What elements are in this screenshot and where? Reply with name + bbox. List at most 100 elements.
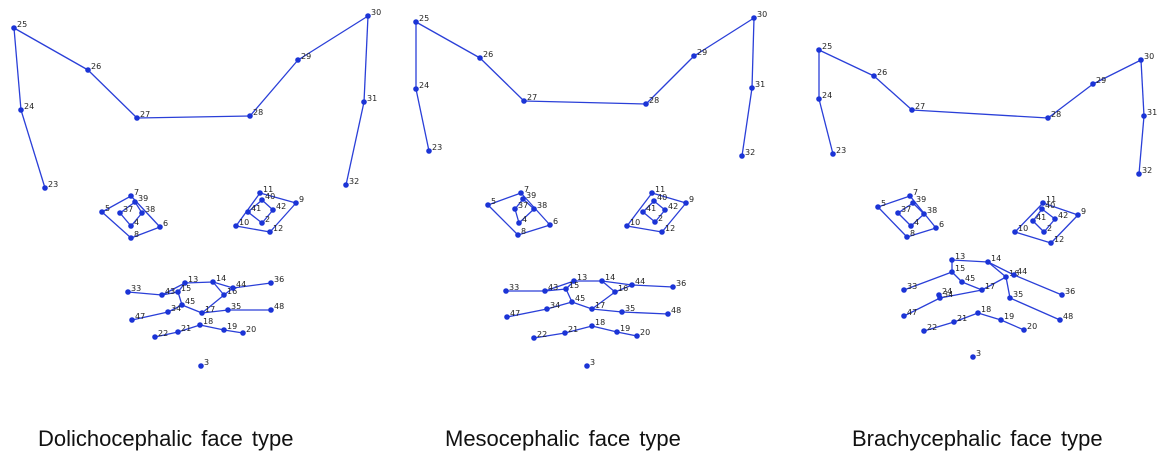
landmark-label-9: 9 [689, 195, 694, 204]
landmark-point-13 [571, 278, 577, 284]
landmark-edge-21-18 [177, 324, 201, 333]
landmark-edge-26-27 [479, 57, 525, 102]
landmark-label-16: 16 [618, 284, 628, 293]
landmark-point-26 [477, 55, 483, 61]
landmark-label-32: 32 [1142, 166, 1152, 175]
landmark-label-33: 33 [509, 283, 519, 292]
landmark-label-26: 26 [877, 68, 887, 77]
landmark-point-14 [985, 259, 991, 265]
landmark-label-2: 2 [658, 214, 663, 223]
landmark-point-26 [871, 73, 877, 79]
landmark-point-15 [949, 269, 955, 275]
landmark-label-13: 13 [188, 275, 198, 284]
landmark-label-45: 45 [965, 274, 975, 283]
landmark-label-10: 10 [1018, 224, 1028, 233]
landmark-point-17 [979, 287, 985, 293]
landmark-edge-11-9 [259, 192, 297, 204]
landmark-label-45: 45 [185, 297, 195, 306]
landmark-label-32: 32 [349, 177, 359, 186]
landmark-label-25: 25 [17, 20, 27, 29]
landmark-point-30 [1138, 57, 1144, 63]
landmark-point-21 [175, 329, 181, 335]
landmark-label-17: 17 [205, 305, 215, 314]
landmark-edge-17-16 [981, 276, 1007, 291]
landmark-edge-44-36 [631, 284, 674, 288]
landmark-point-29 [295, 57, 301, 63]
landmark-edge-30-31 [363, 15, 369, 103]
landmark-point-40 [1039, 206, 1045, 212]
landmark-edge-21-18 [564, 325, 593, 334]
landmark-label-33: 33 [907, 282, 917, 291]
landmark-point-15 [563, 286, 569, 292]
landmark-point-7 [128, 193, 134, 199]
landmark-edge-16-14 [987, 261, 1007, 278]
landmark-label-41: 41 [251, 204, 261, 213]
landmark-point-12 [267, 229, 273, 235]
landmark-point-20 [634, 333, 640, 339]
landmark-edge-29-30 [297, 15, 369, 61]
landmark-point-22 [152, 334, 158, 340]
landmark-point-35 [225, 307, 231, 313]
landmark-point-45 [959, 279, 965, 285]
landmark-edge-47-34 [903, 297, 941, 317]
landmark-edge-42-2 [261, 209, 274, 224]
landmark-edge-30-31 [751, 17, 755, 89]
landmark-edge-34-17 [939, 289, 983, 299]
landmark-edge-9-12 [1050, 214, 1079, 244]
landmark-point-28 [1045, 115, 1051, 121]
landmark-edge-14-44 [212, 281, 234, 289]
landmark-point-34 [544, 306, 550, 312]
landmark-label-27: 27 [915, 102, 925, 111]
landmark-point-8 [904, 234, 910, 240]
landmark-edge-18-19 [591, 325, 618, 333]
landmark-edge-16-44 [614, 284, 633, 293]
landmark-edge-25-26 [13, 27, 89, 71]
landmark-edge-35-48 [621, 311, 669, 315]
landmark-label-2: 2 [265, 215, 270, 224]
landmark-label-9: 9 [1081, 207, 1086, 216]
landmark-edge-24-23 [415, 88, 430, 152]
landmark-point-37 [512, 206, 518, 212]
landmark-point-9 [293, 200, 299, 206]
landmark-edge-38-4 [130, 212, 143, 227]
landmark-point-14 [210, 279, 216, 285]
landmark-edge-11-9 [1042, 202, 1079, 216]
landmark-point-2 [259, 220, 265, 226]
landmark-point-21 [951, 319, 957, 325]
landmark-point-47 [129, 317, 135, 323]
landmark-point-48 [665, 311, 671, 317]
landmark-label-36: 36 [274, 275, 284, 284]
landmark-edge-29-30 [1092, 59, 1142, 85]
landmark-label-26: 26 [91, 62, 101, 71]
landmark-label-36: 36 [676, 279, 686, 288]
landmark-point-10 [233, 223, 239, 229]
landmark-point-32 [739, 153, 745, 159]
landmark-point-38 [531, 206, 537, 212]
landmark-edge-8-5 [877, 206, 908, 238]
landmark-label-16: 16 [227, 287, 237, 296]
landmark-label-8: 8 [134, 230, 139, 239]
landmark-edge-31-32 [345, 101, 365, 186]
landmark-point-29 [1090, 81, 1096, 87]
landmark-point-28 [643, 101, 649, 107]
landmark-edge-17-16 [201, 294, 225, 314]
landmark-edge-45-17 [181, 304, 203, 314]
landmark-label-44: 44 [236, 280, 246, 289]
landmark-label-33: 33 [131, 284, 141, 293]
landmark-edge-5-7 [487, 192, 522, 206]
landmark-label-34: 34 [550, 301, 560, 310]
landmark-label-30: 30 [757, 10, 767, 19]
landmark-label-35: 35 [231, 302, 241, 311]
landmark-point-27 [521, 98, 527, 104]
landmark-point-17 [199, 310, 205, 316]
landmark-point-30 [365, 13, 371, 19]
landmark-label-31: 31 [367, 94, 377, 103]
landmark-label-21: 21 [957, 314, 967, 323]
landmark-label-12: 12 [273, 224, 283, 233]
landmark-edge-28-29 [1047, 83, 1094, 119]
landmark-edge-18-19 [199, 324, 225, 331]
landmark-label-19: 19 [620, 324, 630, 333]
landmark-edge-8-5 [101, 211, 132, 239]
landmark-label-19: 19 [227, 322, 237, 331]
